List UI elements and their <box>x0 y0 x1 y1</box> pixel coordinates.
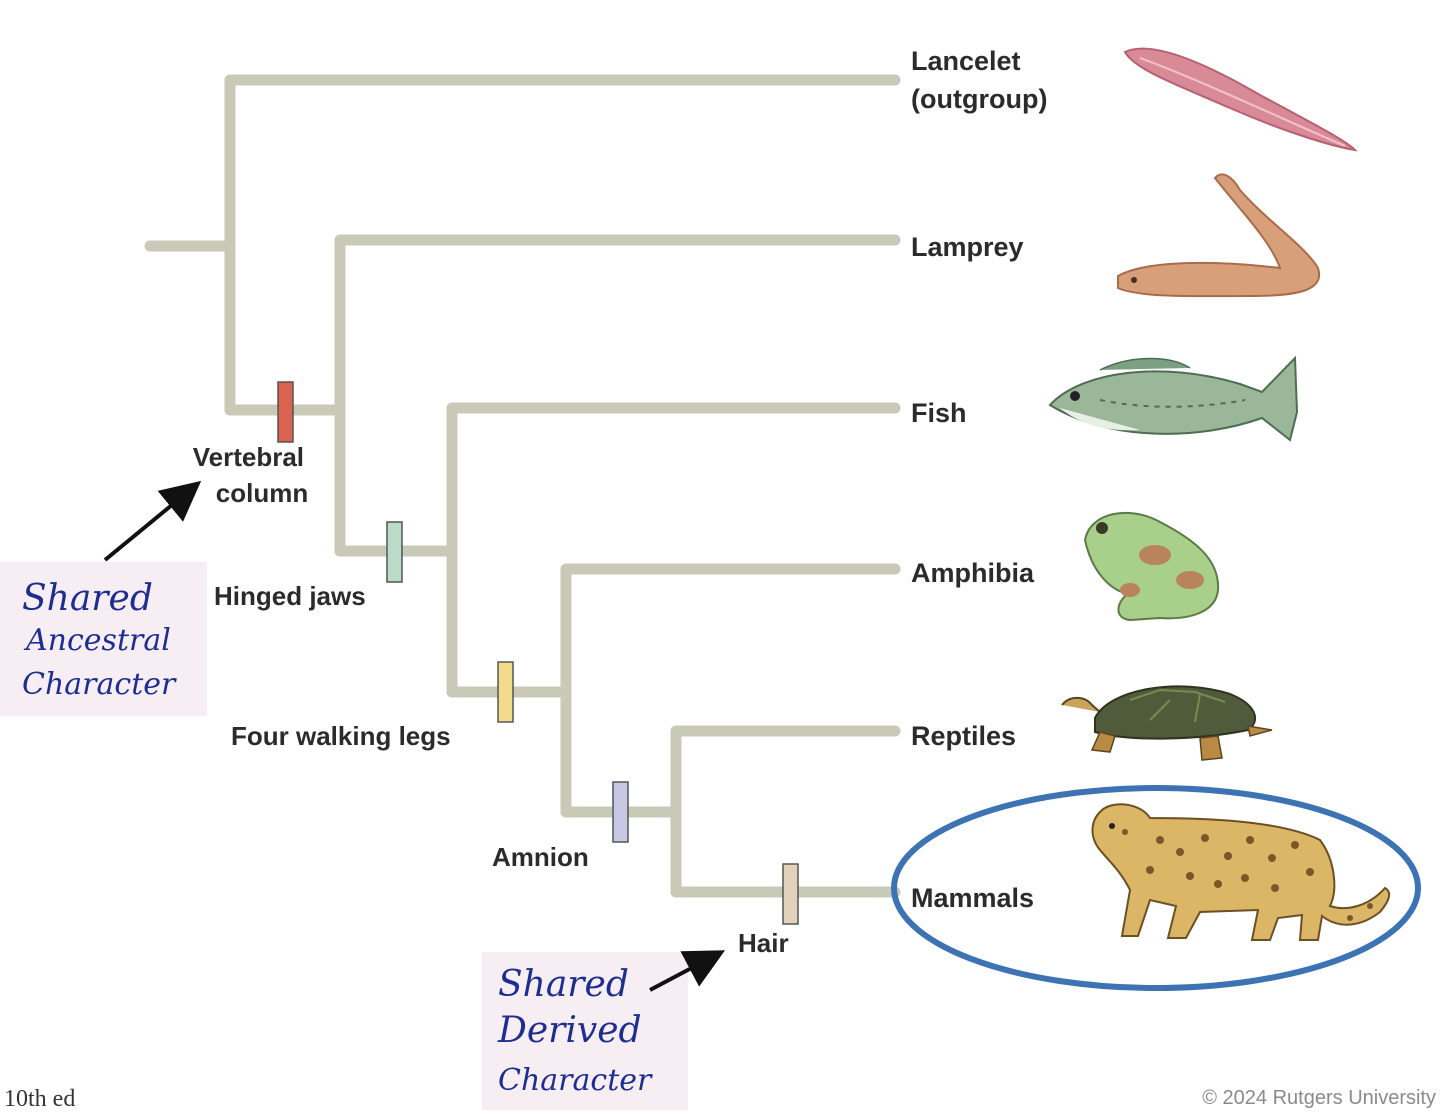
four-walking-legs-mark <box>497 661 514 723</box>
lamprey-label: Lamprey <box>911 232 1024 262</box>
reptiles-label: Reptiles <box>911 721 1016 751</box>
branch-fish <box>446 402 901 698</box>
vertebral-column-mark <box>277 381 294 443</box>
fish-label: Fish <box>911 398 967 428</box>
branch-reptiles <box>670 725 901 898</box>
shared-ancestral-note-box <box>0 562 207 716</box>
lancelet-label: Lancelet (outgroup) <box>911 46 1047 114</box>
mammals-label: Mammals <box>911 883 1034 913</box>
lamprey-icon <box>1117 173 1321 298</box>
vertebral-column-label: Vertebral column <box>193 442 312 508</box>
amnion-label: Amnion <box>492 842 589 872</box>
branch-lamprey <box>334 234 901 557</box>
hair-label: Hair <box>738 928 789 958</box>
fish-icon <box>1048 355 1299 442</box>
lancelet-icon <box>1123 47 1358 152</box>
turtle-icon <box>1061 685 1273 761</box>
branch-lancelet <box>224 74 901 416</box>
copyright-label: © 2024 Rutgers University <box>1202 1087 1436 1109</box>
frog-icon <box>1083 511 1220 622</box>
mammals-highlight-ellipse <box>891 785 1421 991</box>
leopard-icon <box>1091 803 1391 941</box>
edition-label: 10th ed <box>4 1086 75 1112</box>
shared-derived-note: Shared Derived Character <box>497 964 653 1098</box>
amphibia-label: Amphibia <box>911 558 1035 588</box>
four-walking-legs-label: Four walking legs <box>231 721 451 751</box>
shared-ancestral-note: Shared Ancestral Character <box>22 578 182 702</box>
character-marks <box>277 381 799 925</box>
branch-amphibia <box>560 563 901 818</box>
shared-ancestral-annotation: Shared Ancestral Character <box>0 480 207 716</box>
shared-derived-note-box <box>482 952 688 1110</box>
shared-derived-annotation: Shared Derived Character <box>482 950 726 1110</box>
hinged-jaws-label: Hinged jaws <box>214 581 366 611</box>
shared-derived-arrow <box>649 950 726 992</box>
shared-ancestral-arrow <box>103 480 202 562</box>
hinged-jaws-mark <box>386 521 403 583</box>
amnion-mark <box>612 781 629 843</box>
hair-mark <box>782 863 799 925</box>
